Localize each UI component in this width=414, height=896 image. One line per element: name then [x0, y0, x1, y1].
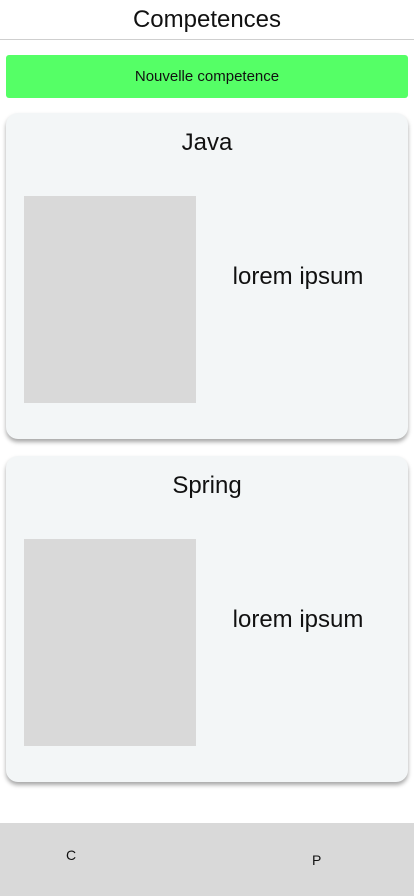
card-description: lorem ipsum — [232, 263, 364, 290]
card-description: lorem ipsum — [232, 606, 364, 633]
bottom-nav: C P — [0, 823, 414, 896]
card-image-placeholder — [24, 539, 196, 746]
page-title: Competences — [132, 6, 282, 33]
competence-card-spring[interactable]: Spring lorem ipsum — [6, 456, 408, 782]
competence-card-java[interactable]: Java lorem ipsum — [6, 113, 408, 439]
card-title: Java — [181, 129, 233, 156]
card-image-placeholder — [24, 196, 196, 403]
nav-item-p[interactable]: P — [312, 852, 322, 868]
nav-item-c[interactable]: C — [66, 847, 77, 863]
card-title: Spring — [172, 472, 242, 499]
page-header: Competences — [0, 0, 414, 40]
new-competence-button[interactable]: Nouvelle competence — [6, 55, 408, 98]
